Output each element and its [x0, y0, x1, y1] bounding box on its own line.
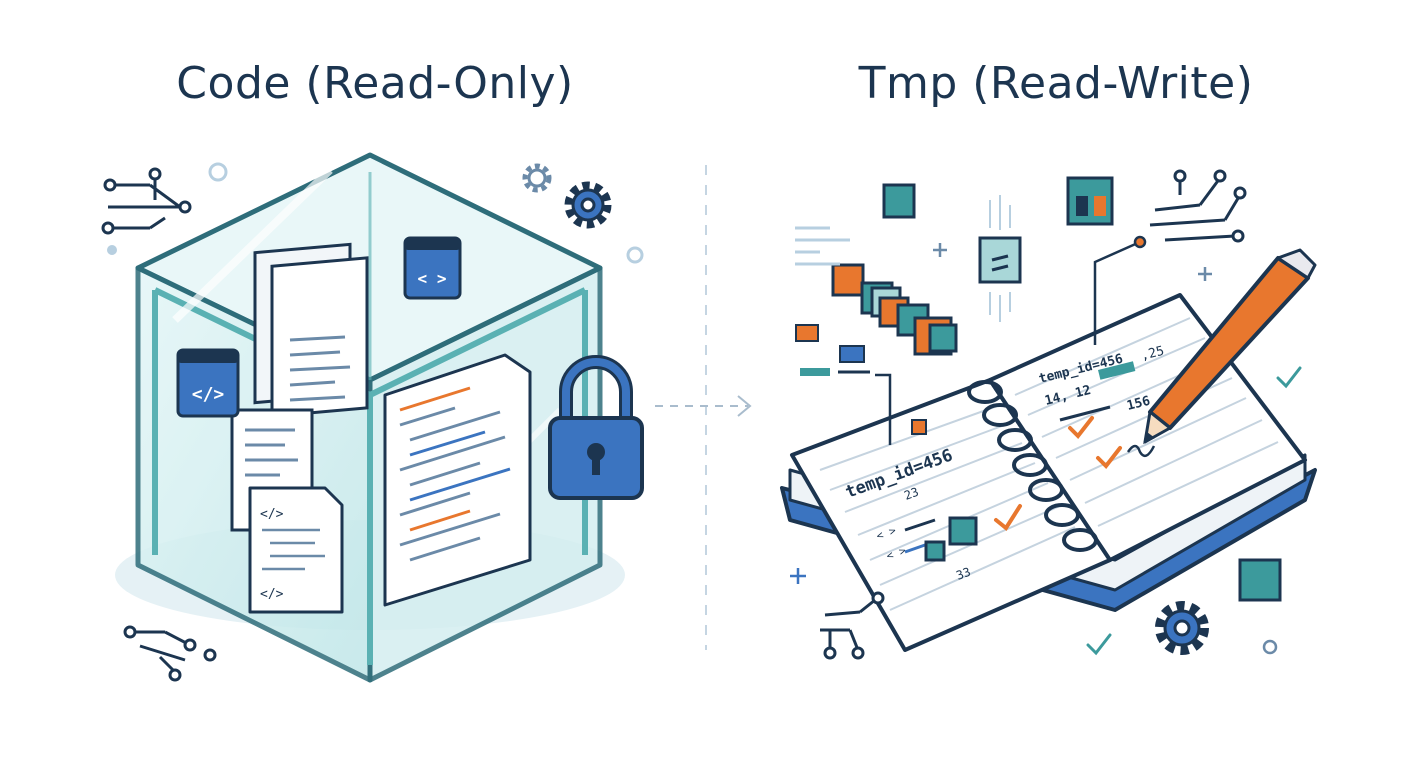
- circuit-icon-top-left: [101, 167, 192, 235]
- right-page-number-c: 156: [1125, 394, 1152, 414]
- gear-icon-bottom: [1155, 601, 1209, 655]
- spiral-binding: [967, 380, 1098, 552]
- code-glyph-doc: </>: [260, 507, 284, 522]
- cube-icon: [924, 540, 946, 562]
- connector-line: [875, 235, 1147, 445]
- scribble: [1126, 444, 1156, 458]
- code-glyph: </>: [192, 384, 225, 405]
- right-page-number-a: ,25: [1139, 344, 1165, 364]
- checkmark-icon: [1276, 366, 1302, 389]
- lock-icon: [548, 355, 644, 500]
- left-page-number-a: 23: [902, 485, 920, 503]
- checkmark-icon: [1086, 633, 1112, 656]
- plus-icon: [790, 568, 806, 584]
- plus-icon: [933, 243, 947, 257]
- pencil-icon: [1143, 248, 1317, 444]
- checkmark-icon: [1068, 416, 1094, 440]
- gear-icon-small: [522, 163, 552, 193]
- cube-icon-top-left: [882, 183, 916, 219]
- code-listing-document: [383, 353, 532, 607]
- code-document: </> </>: [248, 486, 344, 614]
- ring-icon: [208, 162, 228, 182]
- document-stack: [230, 242, 369, 532]
- cube-icon-center: [978, 195, 1022, 322]
- ring-icon: [1262, 639, 1278, 655]
- title-code-read-only: Code (Read-Only): [176, 58, 574, 109]
- code-glyph-doc-bottom: </>: [260, 587, 284, 602]
- checkmark-icon: [1096, 446, 1122, 470]
- left-page-number-b: 33: [954, 565, 972, 583]
- code-window-icon-top: < >: [403, 236, 462, 300]
- plus-icon: [1198, 267, 1212, 281]
- cube-icon: [911, 419, 927, 435]
- cube-icon: [948, 516, 978, 546]
- title-tmp-read-write: Tmp (Read-Write): [858, 58, 1254, 109]
- circuit-icon-top-right: [1149, 169, 1247, 243]
- cube-icon-top-right: [1066, 176, 1114, 226]
- circuit-icon-bottom-right: [820, 591, 885, 660]
- circuit-icon-bottom-left: [123, 625, 217, 682]
- data-blocks: [795, 226, 958, 376]
- arrow-icon: [655, 395, 752, 417]
- code-window-icon-left: </>: [176, 348, 240, 418]
- ring-icon-right: [626, 246, 644, 264]
- cube-icon-bottom-right: [1238, 558, 1282, 602]
- code-glyph-small: < >: [418, 269, 447, 288]
- gear-icon-large: [564, 181, 612, 229]
- dot-icon: [107, 245, 117, 255]
- checkmark-icon: [994, 504, 1022, 531]
